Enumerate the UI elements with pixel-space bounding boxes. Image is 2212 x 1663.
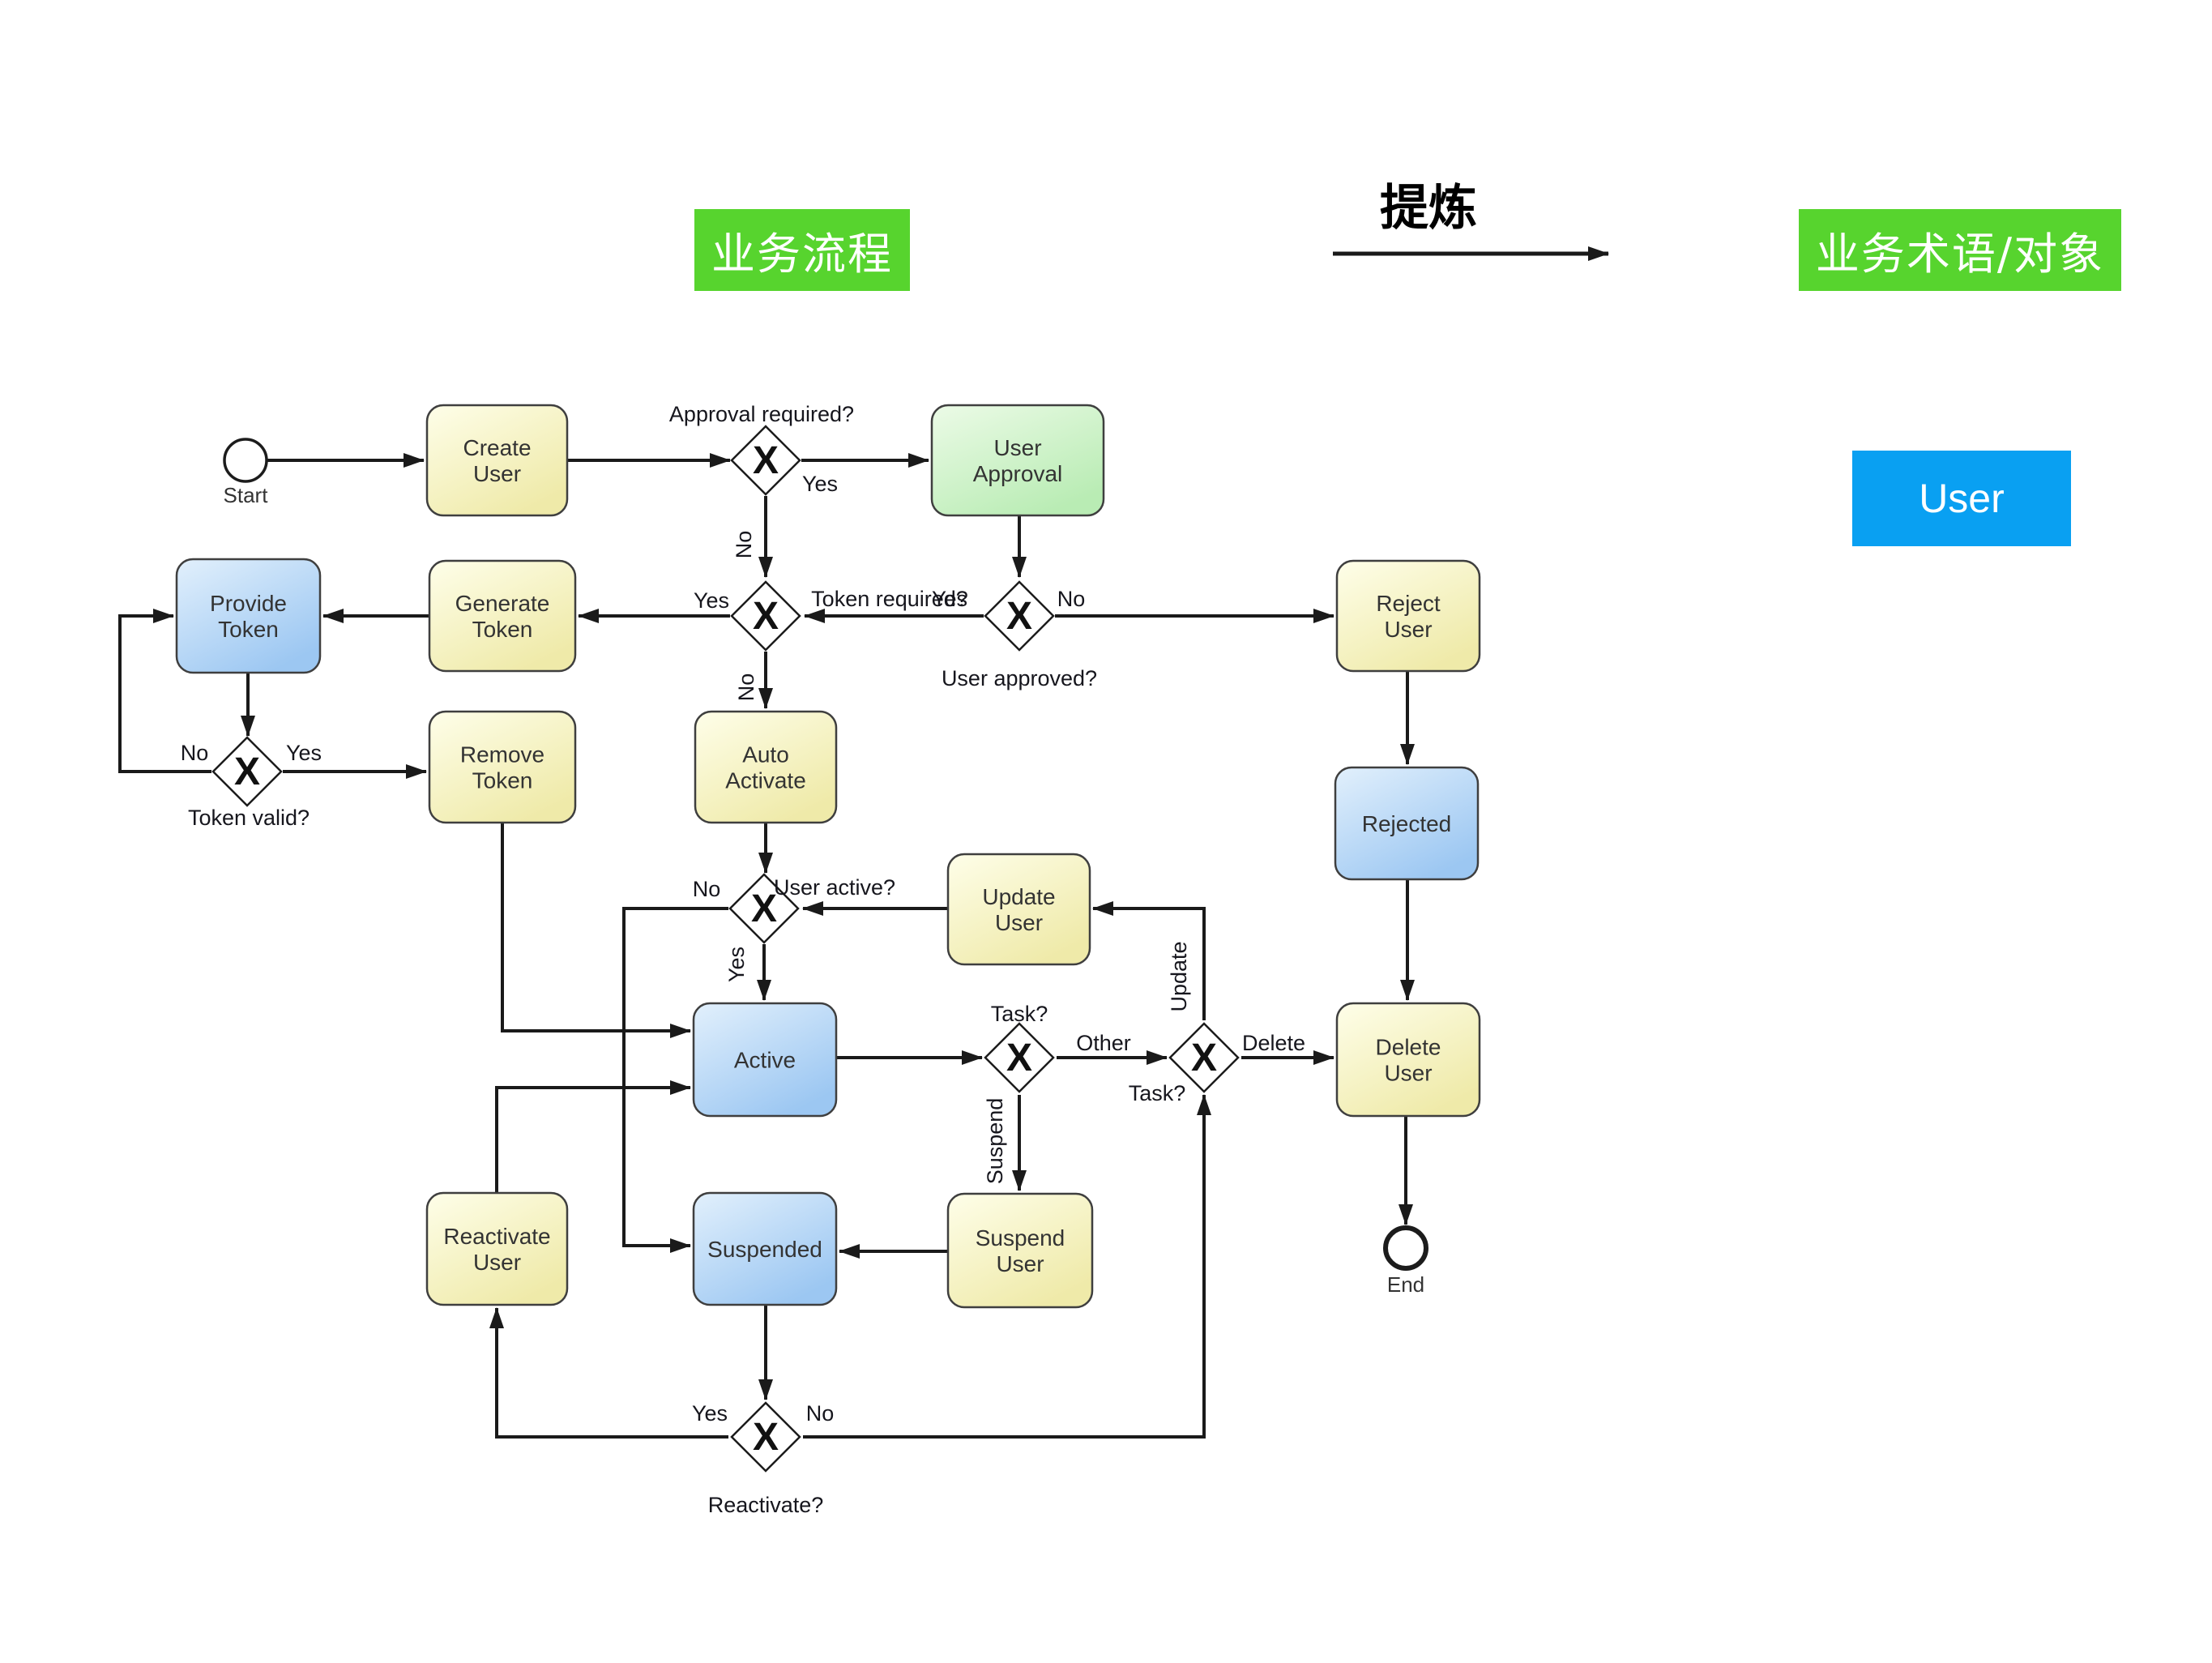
gateway-task-1: X [984, 1022, 1055, 1093]
label-user-approved-no: No [1057, 587, 1086, 611]
gateway-x-icon: X [1191, 1037, 1217, 1079]
label-approval-required: Approval required? [669, 402, 854, 426]
node-label: Rejected [1362, 811, 1452, 836]
business-terms-badge: 业务术语/对象 [1799, 209, 2121, 291]
gateway-x-icon: X [234, 750, 260, 793]
gateway-x-icon: X [753, 1416, 779, 1459]
label-task-other: Other [1076, 1031, 1131, 1055]
label-user-active-yes: Yes [724, 947, 749, 982]
gateway-user-active: X [728, 873, 800, 944]
flow-reactivate-yes-to-reactivate-user [489, 1307, 728, 1439]
state-suspended: Suspended [692, 1191, 838, 1306]
gateway-x-icon: X [751, 887, 777, 930]
node-label: Active [734, 1047, 796, 1072]
label-token-req-yes: Yes [694, 588, 729, 613]
label-approval-yes: Yes [802, 472, 838, 496]
business-process-badge: 业务流程 [694, 209, 910, 291]
label-user-approved-yes: Yes [932, 587, 967, 611]
flow-reactivate-no-to-task-gw2 [803, 1094, 1211, 1439]
gateway-x-icon: X [753, 595, 779, 638]
gateway-reactivate: X [730, 1401, 801, 1473]
label-task-1: Task? [991, 1002, 1048, 1026]
node-label: Suspended [707, 1237, 822, 1262]
refine-label: 提炼 [1380, 180, 1477, 237]
gateway-x-icon: X [753, 439, 779, 482]
flow-remove-token-to-active [501, 823, 691, 1038]
label-approval-no: No [732, 531, 756, 559]
label-user-active: User active? [774, 875, 895, 900]
label-user-approved: User approved? [942, 666, 1097, 690]
label-reactivate-yes: Yes [692, 1401, 728, 1426]
flow-task2-update-to-update-user [1092, 901, 1206, 1020]
state-active: Active [692, 1002, 838, 1118]
gateway-task-2: X [1168, 1022, 1240, 1093]
label-token-valid-yes: Yes [286, 741, 322, 765]
label-task-suspend: Suspend [983, 1098, 1007, 1185]
label-reactivate: Reactivate? [708, 1493, 824, 1517]
label-task-update: Update [1167, 941, 1191, 1011]
label-token-valid-no: No [181, 741, 209, 765]
label-task-2: Task? [1129, 1081, 1186, 1105]
event-label: Start [224, 483, 269, 507]
flow-valid-no-loop-to-provide [118, 609, 211, 773]
gateway-user-approved: X [984, 580, 1055, 652]
label-token-req-no: No [734, 673, 758, 702]
gateway-token-valid: X [211, 736, 283, 807]
state-rejected: Rejected [1334, 766, 1480, 881]
gateway-approval-required: X [730, 425, 801, 496]
label-reactivate-no: No [806, 1401, 835, 1426]
event-label: End [1387, 1272, 1424, 1297]
gateway-x-icon: X [1006, 1037, 1032, 1079]
flow-reactivate-user-to-active [495, 1080, 691, 1193]
label-token-required: Token required? [811, 587, 968, 611]
gateway-x-icon: X [1006, 595, 1032, 638]
flow-active-gw-no-to-suspended [622, 907, 728, 1253]
label-user-active-no: No [693, 877, 721, 901]
end-event: End [1383, 1225, 1428, 1297]
user-object-box: User [1852, 451, 2071, 546]
start-event: Start [223, 438, 269, 507]
gateway-token-required: X [730, 580, 801, 652]
label-task-delete: Delete [1242, 1031, 1305, 1055]
label-token-valid: Token valid? [188, 806, 310, 830]
